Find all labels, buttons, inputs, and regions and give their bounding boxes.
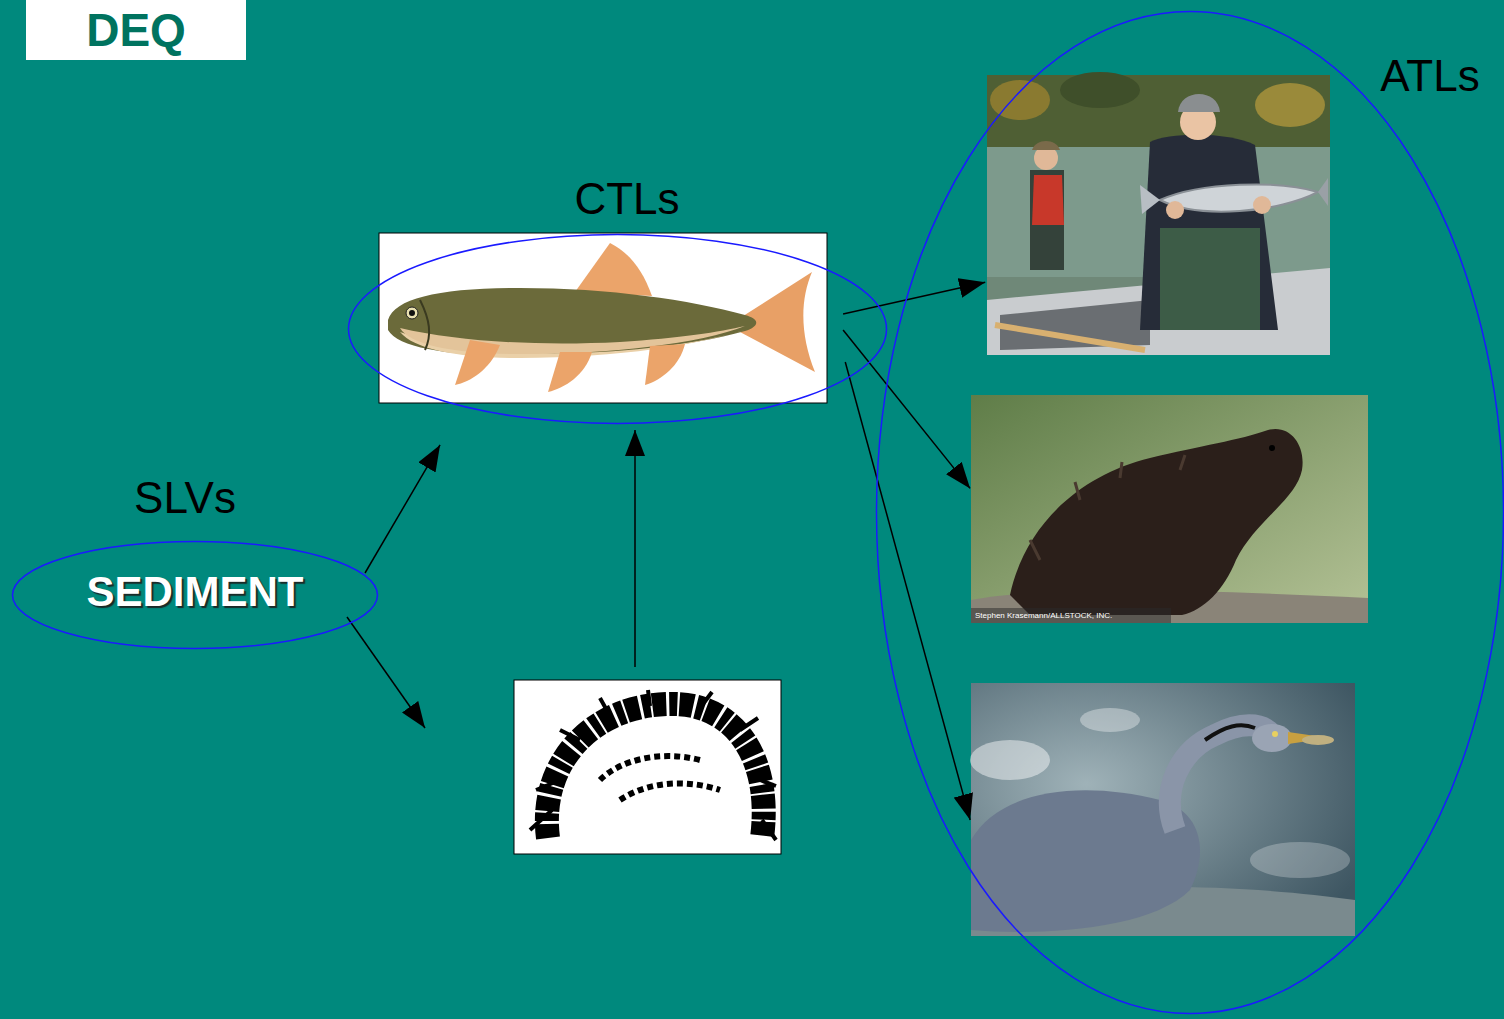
fish-picture (379, 233, 827, 403)
mink-photo (971, 395, 1368, 623)
fishermen-photo (987, 72, 1330, 355)
logo-box: DEQ (26, 0, 246, 60)
flow-arrow (843, 330, 970, 488)
sediment-text: SEDIMENT (86, 569, 303, 615)
heron-photo (970, 683, 1355, 936)
ctl-ellipse: CTLs (347, 233, 888, 425)
flow-arrow (845, 362, 970, 820)
atl-ellipse: ATLs (875, 10, 1504, 1015)
ellipse-outline (349, 235, 887, 424)
group-label: CTLs (571, 175, 682, 223)
ellipse-outline (875, 10, 1504, 1015)
ellipse-outline (13, 542, 378, 649)
ellipse-outline (877, 12, 1504, 1014)
group-label: ATLs (1377, 52, 1482, 100)
logo-text: DEQ (86, 5, 186, 56)
food-web-arrows (347, 430, 635, 728)
flow-arrow (365, 445, 440, 573)
photo-credit: Stephen Krasemann/ALLSTOCK, INC. (975, 611, 1112, 620)
sediment-ellipse: SLVsSEDIMENT (11, 540, 379, 650)
ellipse-outline (347, 233, 888, 425)
flow-arrow (843, 282, 985, 314)
group-label: SLVs (131, 474, 239, 522)
invertebrate-picture (514, 680, 781, 854)
